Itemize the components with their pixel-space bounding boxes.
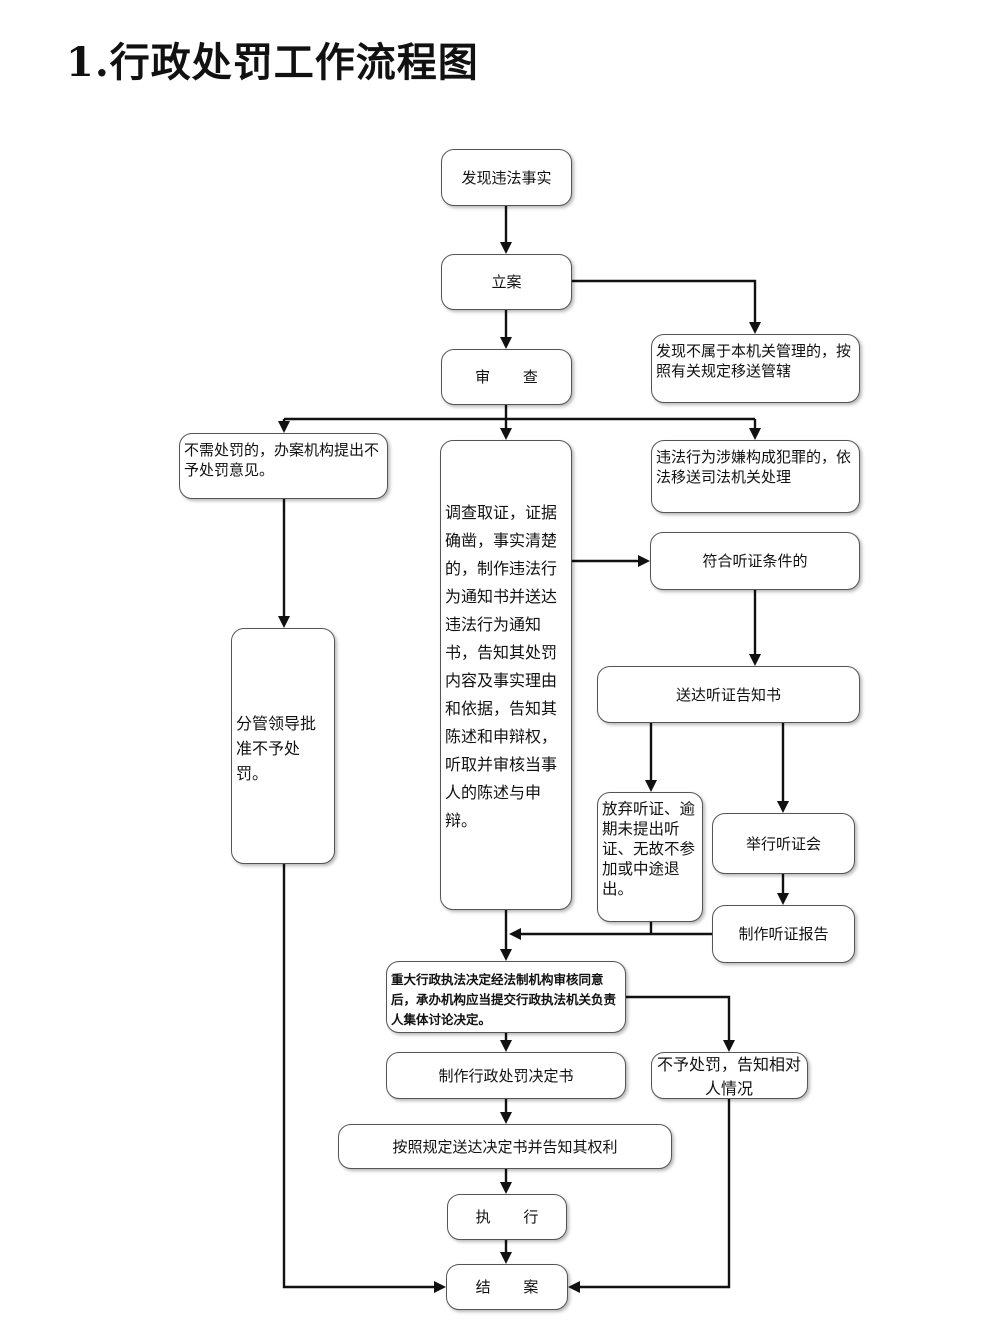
- arrowhead: [278, 421, 290, 433]
- arrowhead: [777, 893, 789, 905]
- node-hearing-conditions-label: 符合听证条件的: [702, 552, 808, 570]
- arrowhead: [749, 322, 761, 334]
- arrowhead: [500, 1040, 512, 1052]
- node-leader-approval: 分管领导批准不予处罚。: [231, 628, 335, 864]
- node-hearing-report: 制作听证报告: [712, 905, 855, 963]
- node-hearing-notice: 送达听证告知书: [597, 666, 860, 723]
- arrowhead: [500, 949, 512, 961]
- node-transfer-judicial: 违法行为涉嫌构成犯罪的，依法移送司法机关处理: [651, 440, 860, 513]
- node-give-up-hearing-label: 放弃听证、逾期未提出听证、无故不参加或中途退出。: [602, 800, 696, 898]
- arrowhead: [749, 428, 761, 440]
- node-transfer-judicial-label: 违法行为涉嫌构成犯罪的，依法移送司法机关处理: [656, 448, 852, 486]
- node-not-punish-notify: 不予处罚，告知相对人情况: [651, 1052, 808, 1099]
- node-no-penalty-needed: 不需处罚的，办案机构提出不予处罚意见。: [179, 433, 388, 499]
- node-review: 审 查: [441, 349, 572, 405]
- node-hold-hearing: 举行听证会: [712, 813, 855, 874]
- node-close-case-label: 结 案: [475, 1278, 553, 1296]
- node-file-case: 立案: [441, 254, 572, 310]
- node-major-decision-label: 重大行政执法决定经法制机构审核同意后，承办机构应当提交行政执法机关负责人集体讨论…: [391, 972, 617, 1027]
- node-deliver-decision-label: 按照规定送达决定书并告知其权利: [392, 1137, 618, 1156]
- arrowhead: [777, 801, 789, 813]
- node-close-case: 结 案: [446, 1264, 568, 1310]
- node-hearing-report-label: 制作听证报告: [738, 925, 829, 943]
- arrowhead: [749, 654, 761, 666]
- node-investigate-evidence-label: 调查取证，证据确凿，事实清楚的，制作违法行为通知书并送达违法行为通知书，告知其处…: [445, 503, 558, 830]
- node-execute: 执 行: [447, 1194, 567, 1240]
- node-discover-violation: 发现违法事实: [441, 149, 572, 206]
- arrowhead: [645, 780, 657, 792]
- arrow-leader-to-close: [282, 864, 436, 1289]
- node-hearing-conditions: 符合听证条件的: [650, 532, 860, 590]
- node-hold-hearing-label: 举行听证会: [745, 834, 821, 853]
- arrowhead: [500, 1182, 512, 1194]
- node-file-case-label: 立案: [491, 273, 522, 291]
- node-transfer-jurisdiction: 发现不属于本机关管理的，按照有关规定移送管辖: [651, 334, 860, 403]
- node-deliver-decision: 按照规定送达决定书并告知其权利: [338, 1124, 672, 1169]
- arrowhead: [500, 1252, 512, 1264]
- arrowhead: [500, 337, 512, 349]
- node-discover-violation-label: 发现违法事实: [461, 168, 552, 187]
- node-hearing-notice-label: 送达听证告知书: [675, 685, 781, 704]
- arrowhead: [500, 242, 512, 254]
- arrow-major-to-not-punish: [626, 995, 731, 1042]
- node-major-decision: 重大行政执法决定经法制机构审核同意后，承办机构应当提交行政执法机关负责人集体讨论…: [386, 961, 626, 1033]
- arrowhead: [278, 616, 290, 628]
- arrow-not-punish-to-close: [578, 1099, 731, 1289]
- node-leader-approval-label: 分管领导批准不予处罚。: [236, 714, 317, 783]
- node-review-label: 审 查: [475, 368, 552, 386]
- node-make-decision-label: 制作行政处罚决定书: [438, 1066, 574, 1085]
- arrowhead: [509, 928, 521, 940]
- arrowhead: [723, 1040, 735, 1052]
- arrowhead: [500, 1112, 512, 1124]
- node-transfer-jurisdiction-label: 发现不属于本机关管理的，按照有关规定移送管辖: [656, 342, 852, 380]
- node-give-up-hearing: 放弃听证、逾期未提出听证、无故不参加或中途退出。: [597, 792, 703, 922]
- arrow-file-to-transfer: [571, 279, 757, 324]
- node-make-decision: 制作行政处罚决定书: [386, 1052, 626, 1099]
- arrowhead: [434, 1281, 446, 1293]
- node-execute-label: 执 行: [475, 1208, 553, 1226]
- arrowhead: [500, 428, 512, 440]
- arrowhead: [568, 1281, 580, 1293]
- node-no-penalty-needed-label: 不需处罚的，办案机构提出不予处罚意见。: [184, 441, 380, 479]
- page-title: 1.行政处罚工作流程图: [66, 39, 479, 86]
- node-investigate-evidence: 调查取证，证据确凿，事实清楚的，制作违法行为通知书并送达违法行为通知书，告知其处…: [440, 440, 572, 910]
- node-not-punish-notify-label: 不予处罚，告知相对人情况: [656, 1055, 801, 1098]
- arrowhead: [638, 555, 650, 567]
